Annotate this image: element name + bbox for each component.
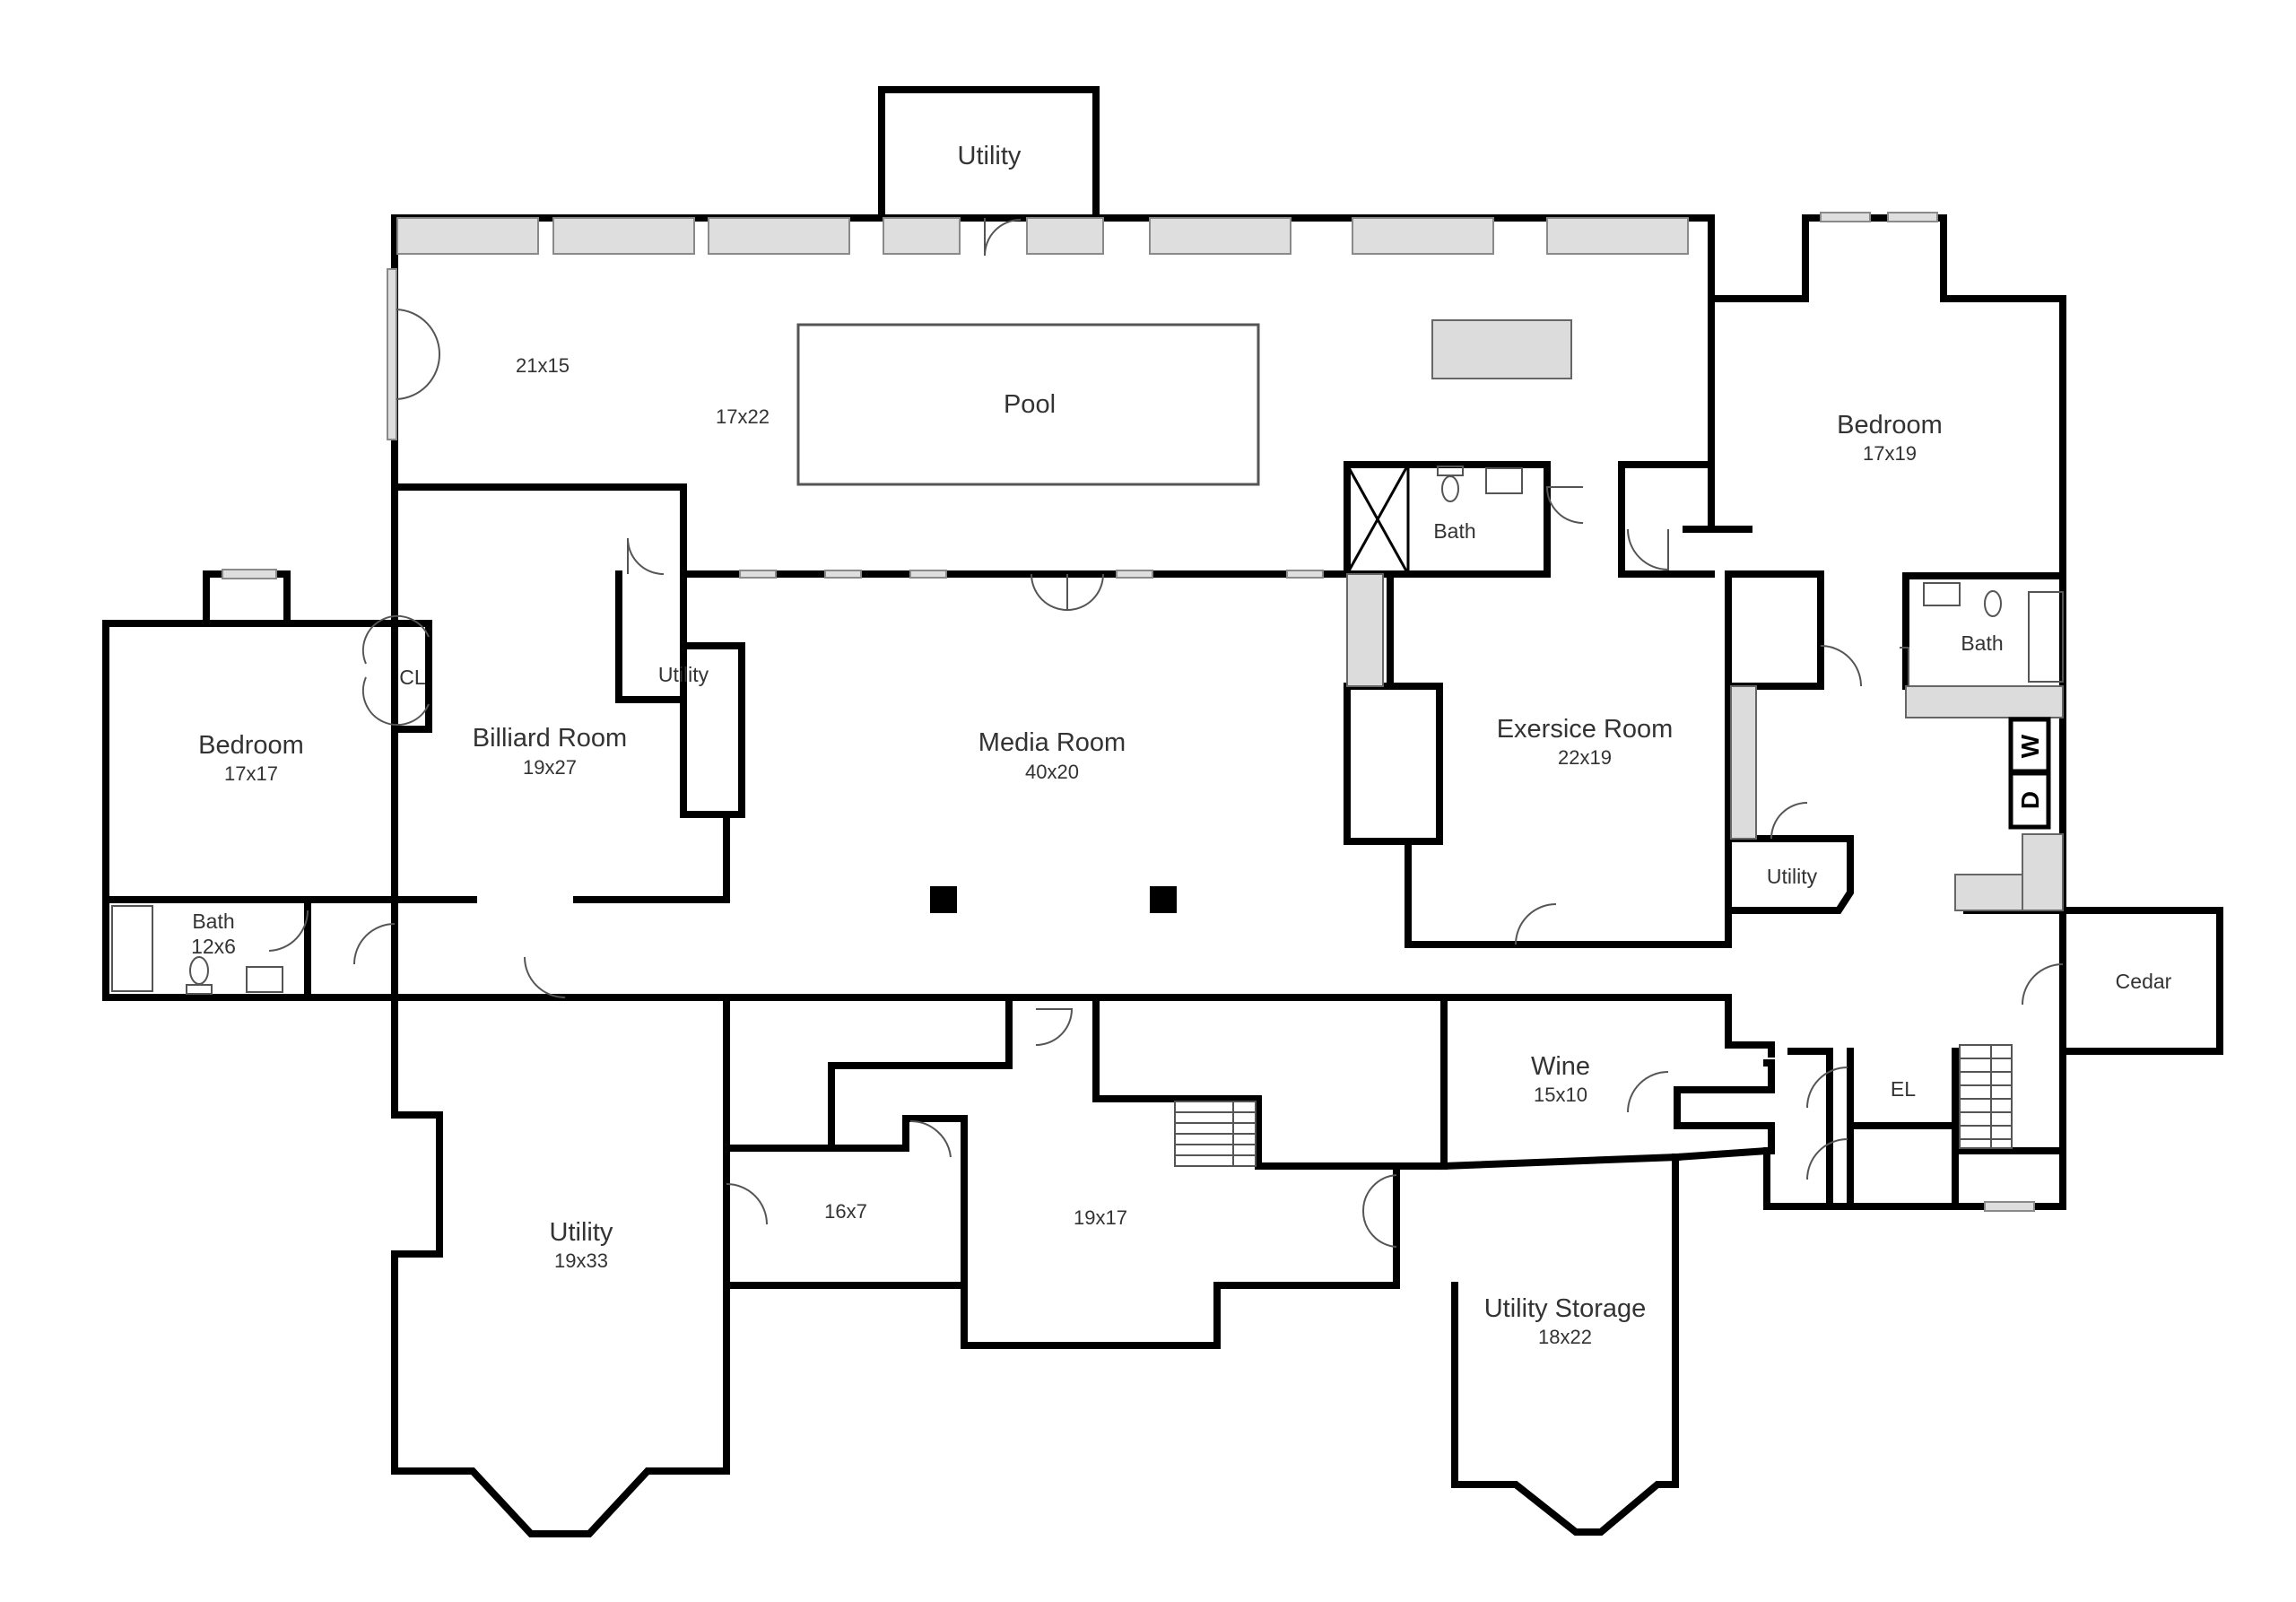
pool-equipment [1431, 319, 1572, 379]
elevator-name: EL [1891, 1077, 1916, 1101]
bath-left-dim: 12x6 [191, 935, 236, 958]
utility-large-name: Utility [550, 1218, 613, 1247]
room-16x7-dim: 16x7 [824, 1200, 867, 1223]
media-name: Media Room [978, 728, 1126, 757]
pool-shape [796, 323, 1260, 486]
pool-name: Pool [1004, 390, 1056, 419]
dryer-label: D [2016, 791, 2044, 809]
wine-name: Wine [1531, 1052, 1590, 1081]
windows [222, 212, 2035, 1212]
utility-billiard-name: Utility [658, 663, 709, 686]
exercise-name: Exersice Room [1497, 715, 1674, 744]
doors [268, 218, 2064, 1248]
washer-box [2008, 717, 2051, 774]
walls [102, 86, 2223, 1537]
utility-large-dim: 19x33 [554, 1249, 608, 1272]
room-19x17-dim: 19x17 [1074, 1206, 1127, 1229]
bath-pool-name: Bath [1433, 519, 1475, 543]
closet-name: CL [399, 666, 426, 689]
pool-area-b-dim: 17x22 [716, 405, 770, 428]
bedroom-right-name: Bedroom [1837, 411, 1943, 440]
room-labels: Utility 21x15 17x22 Pool Bedroom 17x17 C… [191, 142, 2172, 1348]
billiard-dim: 19x27 [523, 756, 577, 779]
column [1150, 886, 1177, 913]
utility-storage-dim: 18x22 [1538, 1326, 1592, 1348]
utility-storage-name: Utility Storage [1484, 1294, 1647, 1323]
exercise-dim: 22x19 [1558, 746, 1612, 769]
bedroom-right-dim: 17x19 [1863, 442, 1917, 465]
pool-area-a-dim: 21x15 [516, 354, 570, 377]
utility-top-name: Utility [958, 142, 1022, 170]
bath-left-name: Bath [192, 910, 234, 933]
fixtures [111, 218, 2064, 1248]
billiard-name: Billiard Room [473, 724, 627, 753]
cedar-name: Cedar [2116, 970, 2172, 993]
bedroom-left-name: Bedroom [198, 731, 304, 760]
media-dim: 40x20 [1025, 761, 1079, 783]
bath-right-name: Bath [1961, 631, 2003, 655]
wine-dim: 15x10 [1534, 1084, 1587, 1106]
utility-kitchen-name: Utility [1767, 865, 1818, 888]
washer-label: W [2016, 734, 2044, 758]
bedroom-left-dim: 17x17 [224, 762, 278, 785]
column [930, 886, 957, 913]
dryer-box [2008, 771, 2051, 830]
stairs [1174, 1044, 2013, 1167]
